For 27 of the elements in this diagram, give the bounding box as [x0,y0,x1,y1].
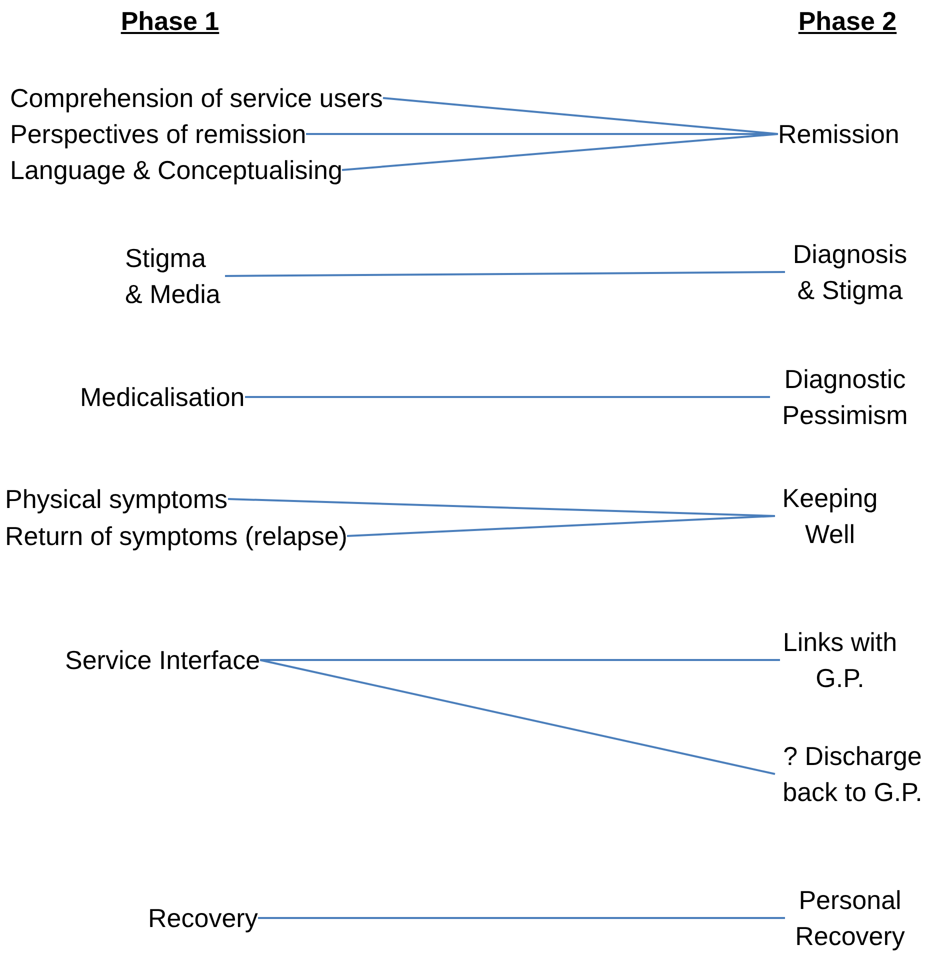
connector-line [382,97,778,135]
connector-line [342,133,778,171]
connector-line [306,133,778,135]
theme-text: Medicalisation [80,381,245,414]
theme-text: Comprehension of service users [10,82,383,115]
theme-text: Links with G.P. [782,626,898,695]
connector-line [245,396,770,398]
theme-text: Diagnostic Pessimism [781,363,909,432]
theme-text: Diagnosis & Stigma [792,238,908,307]
connector-line [225,271,785,277]
theme-text: Remission [778,118,900,151]
theme-text: Language & Conceptualising [10,154,342,187]
connector-line [260,659,776,775]
theme-text: Recovery [148,902,258,935]
theme-text: Stigma & Media [125,242,222,311]
theme-text: Personal Recovery [794,884,906,953]
column-heading: Phase 1 [120,5,220,38]
theme-text: Physical symptoms [5,483,228,516]
column-heading: Phase 2 [797,5,898,38]
theme-text: Keeping Well [781,482,879,551]
theme-text: Perspectives of remission [10,118,306,151]
connector-line [260,659,780,661]
connector-line [346,515,776,537]
theme-text: Return of symptoms (relapse) [5,520,348,553]
theme-text: Service Interface [65,644,260,677]
connector-line [258,917,785,919]
theme-text: ? Discharge back to G.P. [782,740,924,809]
